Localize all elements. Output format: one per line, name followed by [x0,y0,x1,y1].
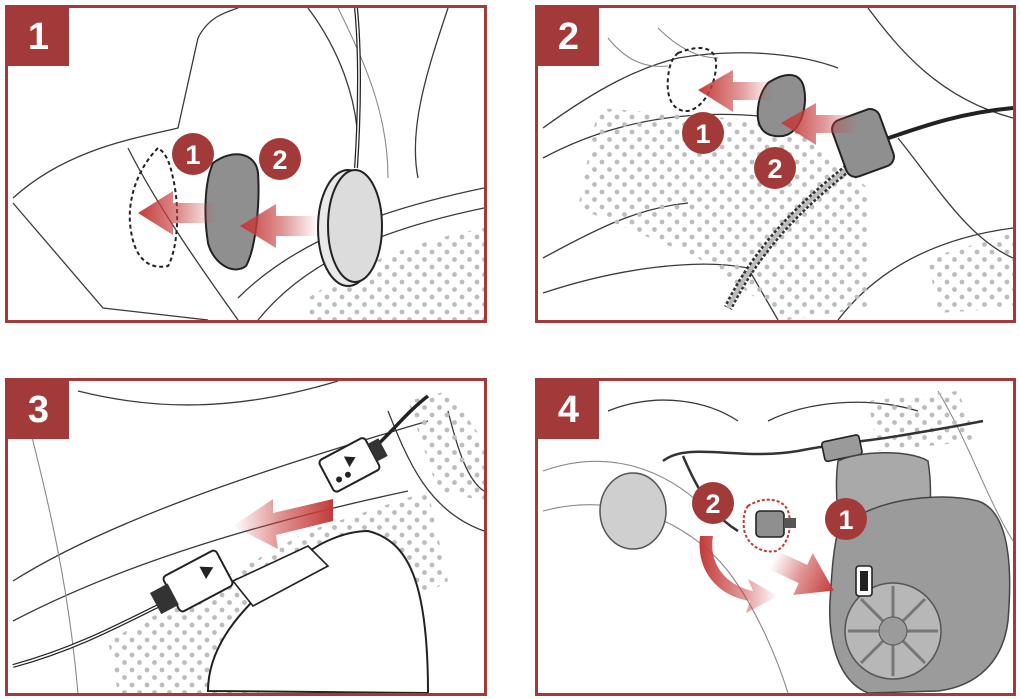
step-2-panel: 2 1 2 [535,5,1016,323]
mount-target-outline [128,146,179,268]
speaker-wire [662,434,899,462]
marker-1 [172,133,214,175]
marker-1 [682,112,724,154]
marker-1 [825,498,867,540]
marker-2-label: 2 [705,489,720,519]
chin-foam [206,529,430,693]
marker-2 [259,138,301,180]
step-3-badge: 3 [8,381,69,439]
dotted-fabric [868,391,978,451]
arrow-1 [138,191,218,235]
step-3-panel: 3 [5,378,487,696]
arrow-2 [240,204,318,248]
marker-2-label: 2 [272,145,287,175]
step-4-panel: 4 [535,378,1016,696]
marker-1-label: 1 [185,140,200,170]
step-3-illustration [12,381,484,693]
marker-2 [754,147,796,189]
arrow-2 [781,103,858,145]
arrow-1 [768,550,834,595]
step-1-illustration: 1 2 [12,8,484,320]
step-4-badge: 4 [538,381,599,439]
female-connector-icon [318,437,388,493]
speaker-icon [327,169,383,283]
marker-1-label: 1 [838,505,853,535]
step-2-badge: 2 [538,8,599,66]
step-2-illustration: 1 2 [542,8,1013,320]
plug-connector-icon [755,510,785,538]
arrow-2 [699,536,778,613]
dotted-fabric [578,108,868,320]
step-1-panel: 1 1 2 [5,5,487,323]
plug-highlight-outline [742,498,791,553]
step-1-badge: 1 [8,8,69,66]
male-connector-icon [149,549,234,615]
insert-arrow [233,499,333,549]
arrow-1 [698,70,773,112]
marker-2 [692,482,734,524]
dotted-fabric [308,228,484,320]
step-4-illustration: 1 2 [542,390,1013,693]
speaker-icon [599,472,667,550]
marker-2-label: 2 [767,154,782,184]
mount-target-outline [666,47,718,113]
microphone-cable [882,106,1013,142]
marker-1-label: 1 [695,119,710,149]
